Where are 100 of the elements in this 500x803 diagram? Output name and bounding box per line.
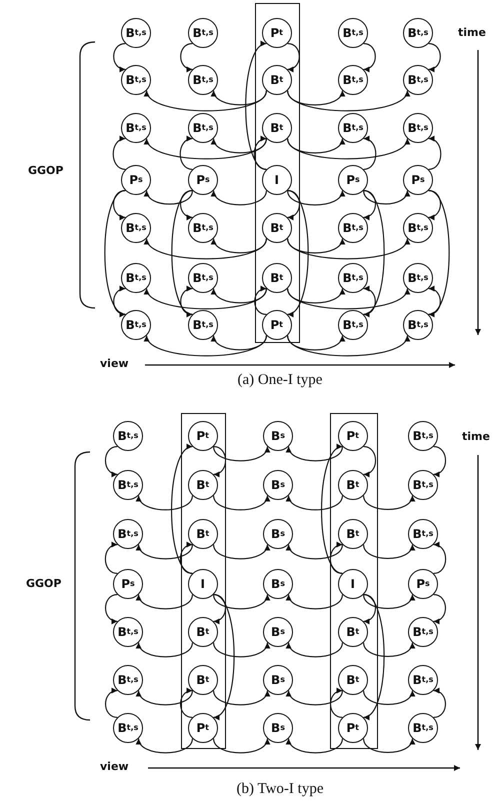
prediction-arrow [287,288,344,304]
prediction-arrow [363,642,414,657]
prediction-arrow [287,594,343,610]
prediction-arrow [146,90,267,112]
prediction-arrow [213,642,269,658]
prediction-arrow [288,190,300,220]
prediction-arrow [287,335,344,350]
column-frame [255,3,300,343]
prediction-arrow [321,446,343,574]
prediction-arrow [214,594,226,624]
axis-label: time [462,430,490,443]
prediction-arrow [364,286,376,315]
axis-label: time [458,26,486,39]
prediction-arrow [146,335,267,356]
prediction-arrow [137,594,193,610]
prediction-arrow [363,690,414,705]
prediction-arrow [428,136,442,170]
prediction-arrow [137,738,193,754]
prediction-arrow [171,446,193,574]
prediction-arrow [213,690,269,706]
prediction-arrow [434,688,446,718]
caption: (a) One-I type [238,372,322,389]
prediction-arrow [363,190,385,316]
prediction-arrow [287,238,344,254]
prediction-arrow [428,190,441,220]
prediction-arrow [144,190,193,205]
prediction-arrow [434,594,446,624]
prediction-arrow [287,335,408,356]
prediction-arrow [214,446,226,476]
prediction-arrow [287,138,408,160]
prediction-arrow [212,138,267,154]
prediction-arrow [146,138,267,160]
prediction-arrow [363,594,385,718]
prediction-arrow [180,136,192,170]
frame-circle: I [338,568,368,599]
prediction-arrow [212,90,267,106]
prediction-arrow [105,594,118,624]
axis-label: view [100,760,129,773]
prediction-arrow [287,190,344,206]
prediction-arrow [364,136,376,170]
prediction-arrow [137,544,193,560]
prediction-arrow [104,190,126,316]
column-frame [330,413,378,749]
prediction-arrow [180,286,192,315]
prediction-arrow [363,544,414,559]
prediction-arrow [113,43,126,72]
prediction-arrow [254,286,266,315]
prediction-arrow [112,136,126,170]
prediction-arrow [213,594,235,718]
prediction-arrow [428,43,441,72]
prediction-arrow [364,446,376,476]
prediction-arrow [180,190,192,220]
prediction-arrow [180,542,192,574]
prediction-arrow [212,190,267,206]
prediction-arrow [245,43,267,170]
prediction-arrow [180,43,192,72]
bracket-label: GGOP [28,164,64,177]
prediction-arrow [212,288,267,304]
prediction-arrow [113,286,126,315]
prediction-arrow [287,90,408,112]
prediction-arrow [287,138,344,154]
caption: (b) Two-I type [236,781,324,798]
prediction-arrow [363,495,414,510]
prediction-arrow [287,544,343,560]
prediction-arrow [213,544,269,560]
bracket-label: GGOP [26,577,62,590]
prediction-arrow [364,190,376,220]
prediction-arrow [287,238,408,260]
prediction-arrow [287,690,343,706]
column-frame [181,413,226,749]
prediction-arrow [287,495,343,510]
frame-circle: I [188,568,218,599]
prediction-arrow [363,190,410,204]
prediction-arrow [105,688,118,718]
prediction-arrow [137,690,193,706]
prediction-arrow [104,542,118,574]
prediction-arrow [213,594,269,610]
prediction-arrow [364,594,376,624]
prediction-arrow [213,446,269,462]
prediction-arrow [287,738,343,754]
prediction-arrow [212,335,267,350]
prediction-arrow [146,288,267,310]
axis-label: view [100,357,129,370]
frame-circle: I [262,164,292,195]
prediction-arrow [364,43,376,72]
prediction-arrow [213,495,269,510]
prediction-arrow [287,190,309,316]
prediction-arrow [428,286,441,315]
prediction-arrow [287,642,343,658]
prediction-arrow [180,688,192,718]
prediction-arrow [213,738,269,754]
prediction-arrow [288,43,300,72]
prediction-arrow [212,238,267,254]
prediction-arrow [363,738,414,753]
prediction-arrow [254,136,266,170]
prediction-arrow [434,542,446,574]
prediction-arrow [146,238,267,260]
prediction-arrow [113,190,126,220]
prediction-arrow [434,446,446,476]
prediction-arrow [171,190,193,316]
